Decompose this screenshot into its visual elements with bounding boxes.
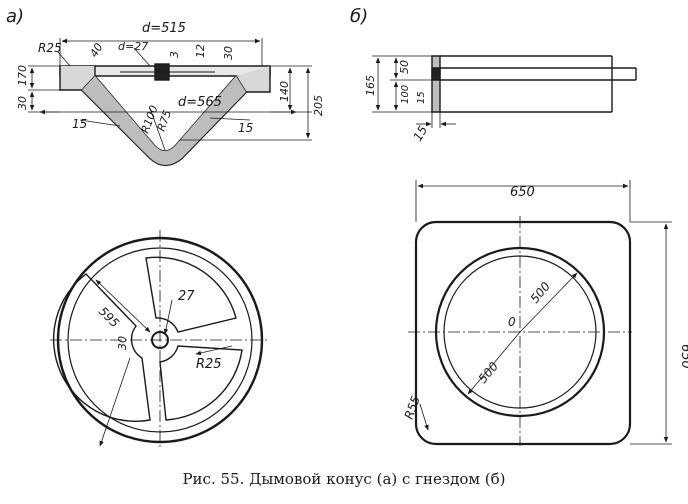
dim-50: 50 [398, 60, 411, 74]
center-mark: 0 [508, 315, 516, 329]
dim-205: 205 [312, 95, 325, 116]
dim-40: 40 [87, 41, 105, 60]
dim-15v: 15 [416, 91, 427, 104]
view-a-label: а) [6, 6, 24, 27]
dim-100: 100 [400, 85, 411, 104]
window-upper [145, 256, 237, 333]
plan-a-top-view [50, 230, 270, 450]
dim-650-height: 650 [678, 344, 688, 369]
view-a-section: а) [6, 6, 312, 167]
window-lower-right [159, 345, 243, 421]
dim-170: 170 [16, 65, 29, 86]
dim-30-plan: 30 [116, 336, 129, 350]
plan-a-dimension-labels: 595 27 30 R25 [96, 289, 222, 372]
dim-r55: R55 [402, 394, 423, 421]
dim-140: 140 [278, 81, 291, 102]
dim-650-width: 650 [510, 185, 535, 200]
dim-12: 12 [194, 44, 207, 58]
dim-15: 15 [410, 123, 430, 143]
view-b-dimension-labels: 165 50 100 15 15 [364, 60, 430, 144]
window-left [52, 273, 151, 422]
dim-15-left: 15 [72, 117, 87, 131]
dim-d27: d=27 [118, 40, 148, 53]
dim-27: 27 [178, 289, 195, 304]
figure-caption: Рис. 55. Дымовой конус (а) с гнездом (б) [182, 470, 506, 488]
dim-30: 30 [16, 96, 29, 110]
dim-500-lower: 500 [476, 359, 502, 386]
socket-profile [431, 55, 441, 113]
dim-15-right: 15 [238, 121, 253, 135]
dim-d515: d=515 [142, 21, 186, 36]
plan-b-top-view [408, 180, 672, 446]
view-b-label: б) [350, 6, 368, 27]
dim-165: 165 [364, 75, 377, 96]
dim-3: 3 [168, 51, 181, 58]
dim-r25-plan: R25 [196, 357, 222, 372]
dim-d565: d=565 [178, 95, 222, 110]
dim-30-top: 30 [222, 46, 235, 60]
dim-r25-left: R25 [38, 41, 62, 55]
view-b-section: б) [350, 6, 637, 128]
square-frame [414, 220, 632, 446]
view-a-dimension-labels: d=515 R25 40 d=27 3 12 30 170 30 d=565 R… [16, 21, 325, 135]
plan-b-dimension-labels: 650 650 500 500 0 R55 [402, 185, 688, 421]
